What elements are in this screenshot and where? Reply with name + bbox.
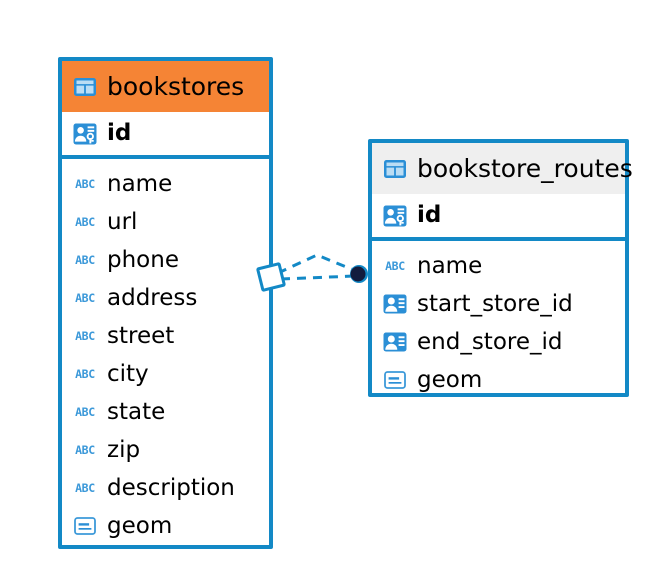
abc-text-icon: ABC <box>75 405 96 419</box>
field-row-street[interactable]: ABC street <box>62 317 269 355</box>
svg-text:ABC: ABC <box>75 177 95 191</box>
field-row-start-store-id[interactable]: start_store_id <box>372 285 625 323</box>
abc-text-icon: ABC <box>75 291 96 305</box>
field-label: phone <box>107 246 179 273</box>
field-label: geom <box>107 512 173 539</box>
field-label: zip <box>107 436 141 463</box>
svg-text:ABC: ABC <box>75 367 95 381</box>
field-label: name <box>107 170 173 197</box>
field-row-geom[interactable]: geom <box>372 361 625 399</box>
primary-key-section: id <box>372 194 625 241</box>
field-row-end-store-id[interactable]: end_store_id <box>372 323 625 361</box>
primary-key-icon <box>383 205 407 226</box>
field-label: geom <box>417 366 483 393</box>
abc-text-icon: ABC <box>75 177 96 191</box>
entity-table-bookstores[interactable]: bookstores id ABC <box>58 57 273 549</box>
entity-title: bookstore_routes <box>417 154 633 183</box>
field-label: city <box>107 360 149 387</box>
field-row-state[interactable]: ABC state <box>62 393 269 431</box>
entity-header-bookstore-routes[interactable]: bookstore_routes <box>372 143 633 194</box>
table-icon <box>384 159 406 178</box>
primary-key-section: id <box>62 112 269 159</box>
relationship-target-dot-icon <box>350 266 366 282</box>
abc-text-icon: ABC <box>75 367 96 381</box>
field-row-description[interactable]: ABC description <box>62 469 269 507</box>
fields-section: ABC name start_store_id <box>372 241 625 405</box>
field-label: state <box>107 398 166 425</box>
field-row-zip[interactable]: ABC zip <box>62 431 269 469</box>
fields-section: ABC name ABC url ABC phone ABC ad <box>62 159 269 551</box>
geometry-icon <box>74 517 96 535</box>
abc-text-icon: ABC <box>75 481 96 495</box>
svg-text:ABC: ABC <box>75 443 95 457</box>
field-label: name <box>417 252 483 279</box>
svg-text:ABC: ABC <box>75 329 95 343</box>
abc-text-icon: ABC <box>75 443 96 457</box>
relationship-line-lower <box>280 274 356 281</box>
abc-text-icon: ABC <box>75 253 96 267</box>
relationship-line-upper <box>277 253 357 275</box>
relationship-source-diamond-icon <box>256 262 286 292</box>
svg-text:ABC: ABC <box>75 405 95 419</box>
field-label: street <box>107 322 175 349</box>
table-icon <box>74 77 96 96</box>
field-row-id[interactable]: id <box>62 112 269 155</box>
field-row-name[interactable]: ABC name <box>372 247 625 285</box>
relationship-connector[interactable] <box>255 245 390 325</box>
field-row-city[interactable]: ABC city <box>62 355 269 393</box>
foreign-key-icon <box>383 332 407 352</box>
field-label: start_store_id <box>417 290 573 317</box>
field-label: address <box>107 284 198 311</box>
abc-text-icon: ABC <box>75 329 96 343</box>
field-row-phone[interactable]: ABC phone <box>62 241 269 279</box>
svg-text:ABC: ABC <box>75 253 95 267</box>
entity-table-bookstore-routes[interactable]: bookstore_routes id ABC <box>368 139 633 397</box>
field-row-url[interactable]: ABC url <box>62 203 269 241</box>
field-row-id[interactable]: id <box>372 194 625 237</box>
svg-text:ABC: ABC <box>75 291 95 305</box>
foreign-key-icon <box>383 294 407 314</box>
svg-text:ABC: ABC <box>75 481 95 495</box>
svg-text:ABC: ABC <box>75 215 95 229</box>
field-row-name[interactable]: ABC name <box>62 165 269 203</box>
field-row-address[interactable]: ABC address <box>62 279 269 317</box>
field-row-geom[interactable]: geom <box>62 507 269 545</box>
field-label: id <box>417 202 442 228</box>
svg-text:ABC: ABC <box>385 259 405 273</box>
abc-text-icon: ABC <box>385 259 406 273</box>
entity-header-bookstores[interactable]: bookstores <box>62 61 269 112</box>
field-label: id <box>107 120 132 146</box>
abc-text-icon: ABC <box>75 215 96 229</box>
geometry-icon <box>384 371 406 389</box>
field-label: description <box>107 474 235 501</box>
field-label: url <box>107 208 138 235</box>
primary-key-icon <box>73 123 97 144</box>
entity-title: bookstores <box>107 72 245 101</box>
field-label: end_store_id <box>417 328 563 355</box>
